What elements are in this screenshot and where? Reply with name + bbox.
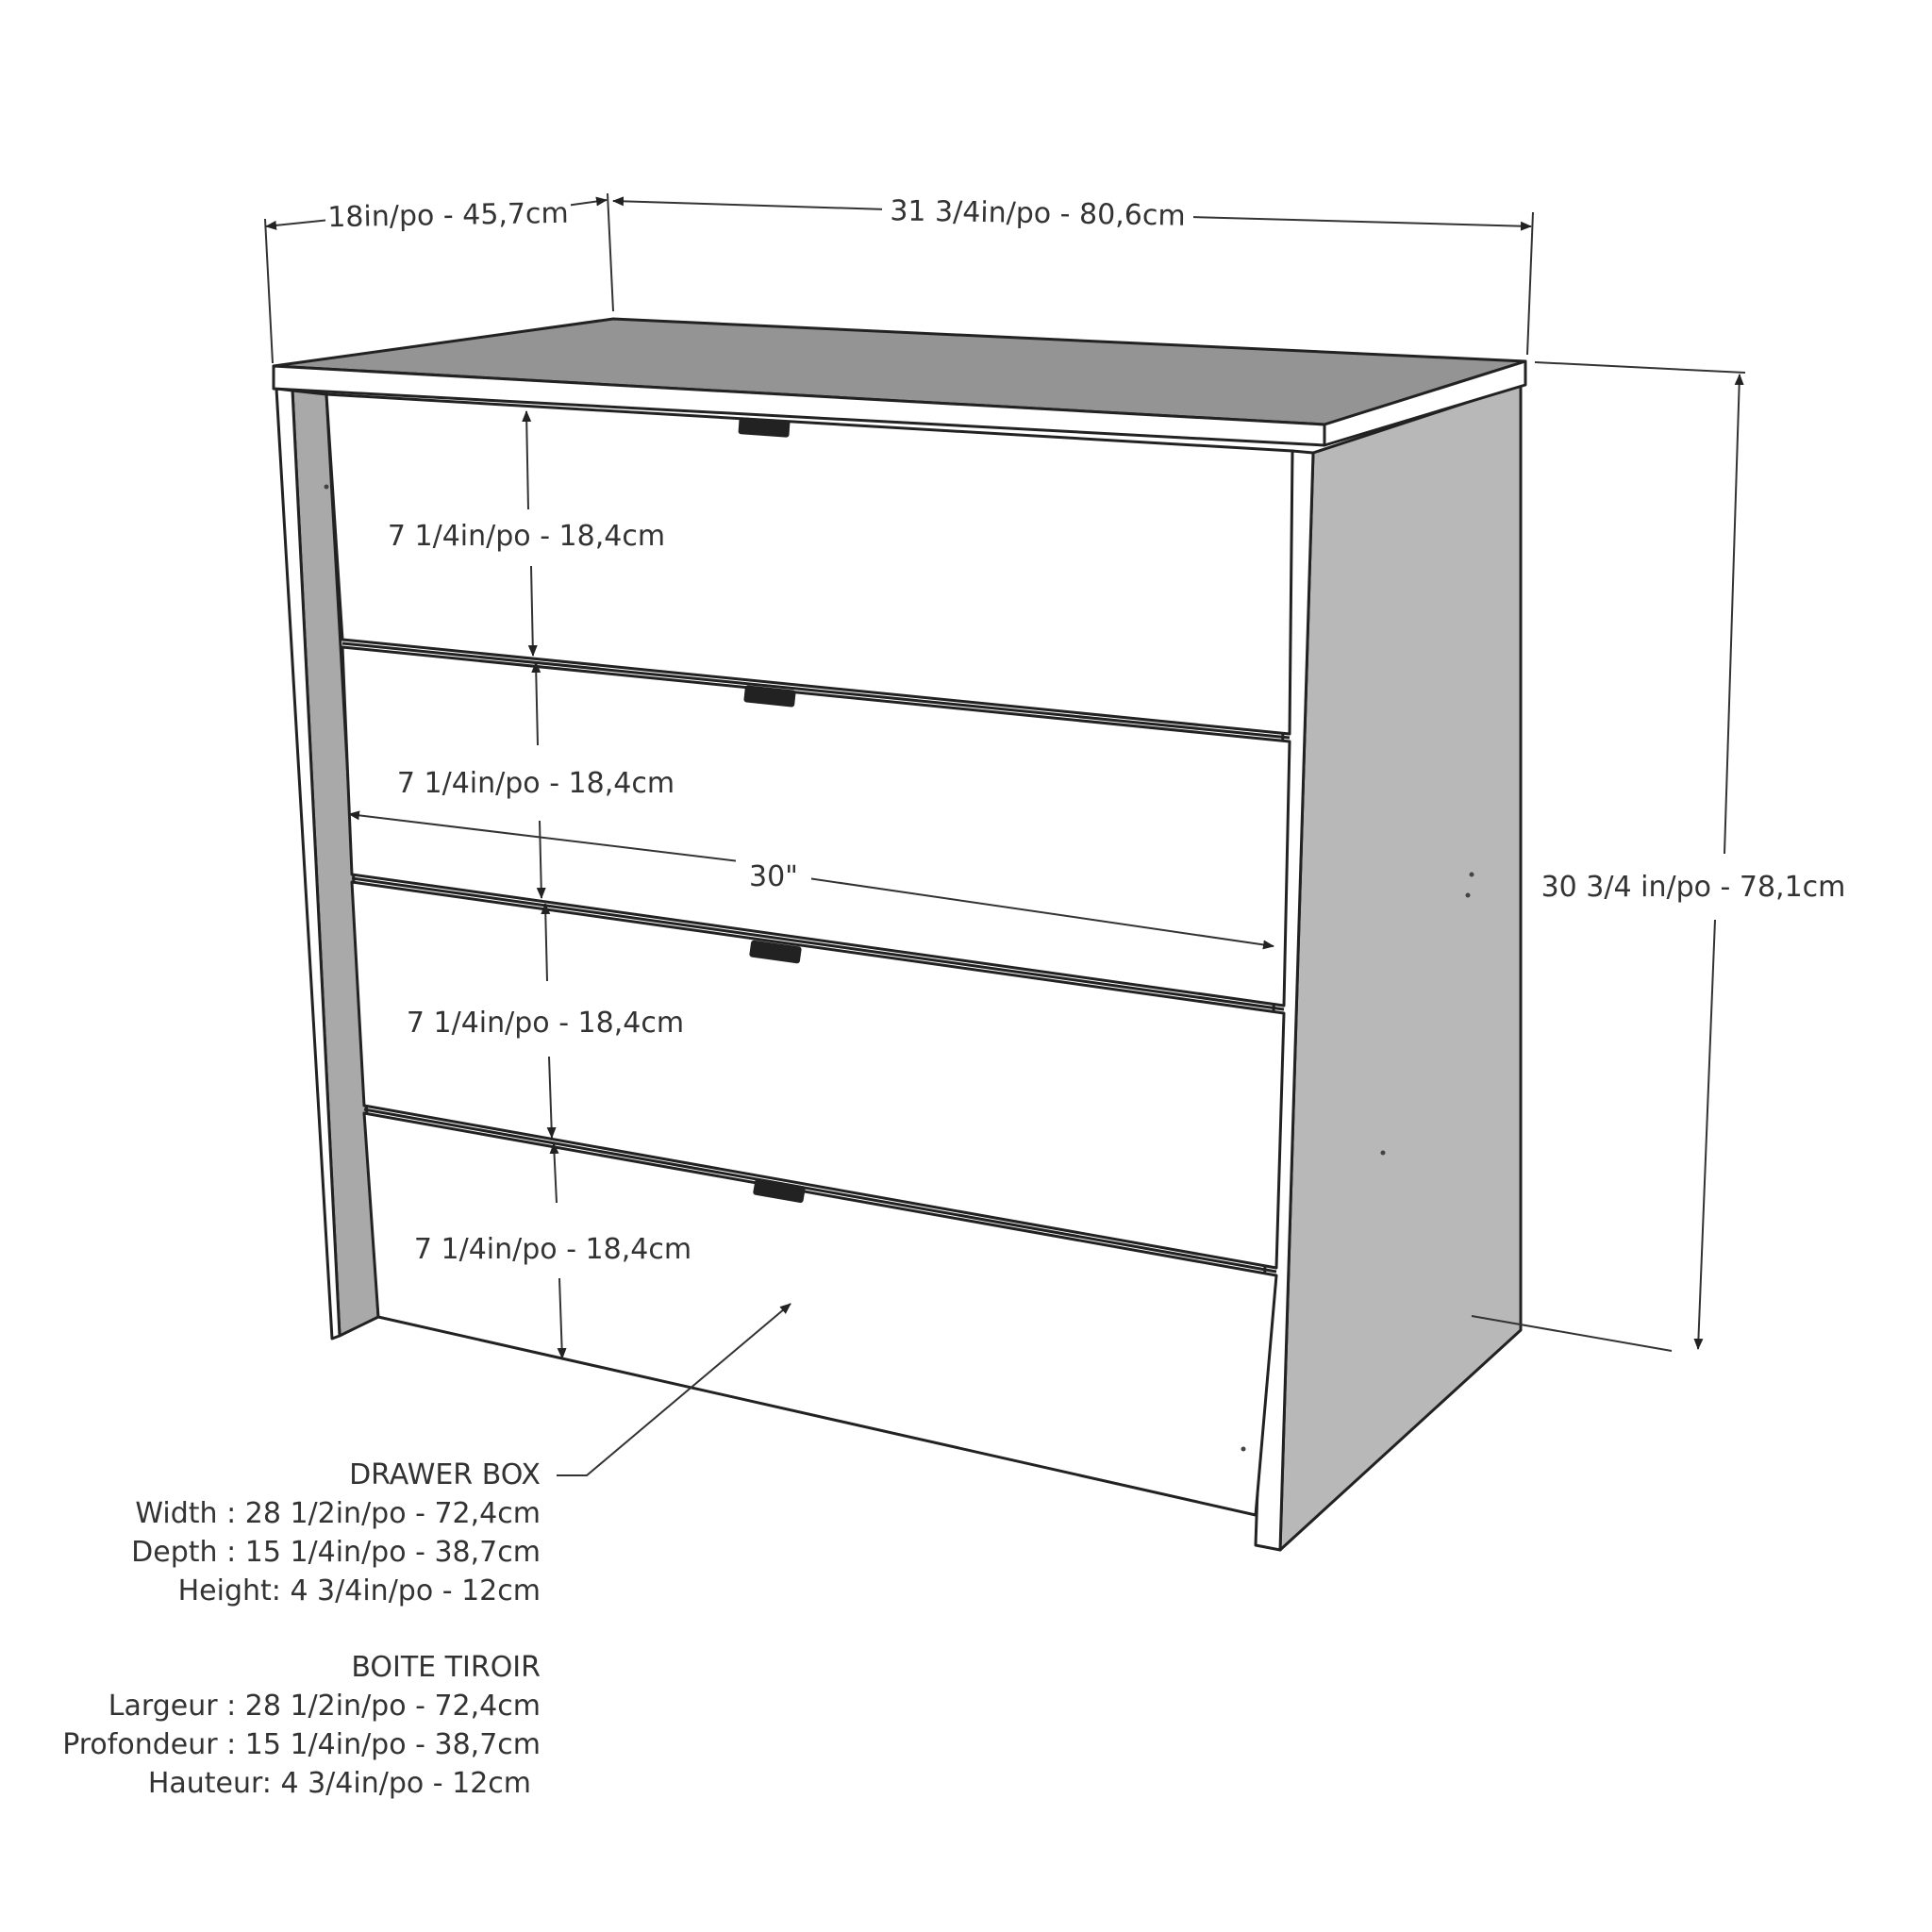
boite-tiroir-title: BOITE TIROIR [351, 1651, 541, 1684]
depth-label: 18in/po - 45,7cm [327, 197, 569, 234]
height-label: 30 3/4 in/po - 78,1cm [1541, 871, 1846, 904]
dresser [272, 317, 1527, 1552]
drawer-handle-4 [753, 1177, 806, 1204]
drawer-front-2 [341, 645, 1291, 1008]
drawer-4-height-label: 7 1/4in/po - 18,4cm [414, 1233, 691, 1266]
drawer-box-height: Height: 4 3/4in/po - 12cm [178, 1574, 541, 1607]
drawer-groove-3 [363, 1108, 1277, 1274]
boite-tiroir-profondeur: Profondeur : 15 1/4in/po - 38,7cm [62, 1728, 541, 1761]
drawer-front-1 [325, 392, 1294, 736]
drawer-handle-2 [743, 685, 796, 708]
drawer-front-4 [362, 1111, 1278, 1517]
drawer-box-notes: DRAWER BOX Width : 28 1/2in/po - 72,4cm … [62, 1458, 541, 1800]
width-label: 31 3/4in/po - 80,6cm [890, 194, 1186, 232]
top-side-edge [1323, 359, 1527, 447]
drawer-3-height-label: 7 1/4in/po - 18,4cm [407, 1007, 684, 1040]
drawer-1-height-label: 7 1/4in/po - 18,4cm [388, 520, 665, 553]
dimension-lines [264, 192, 1746, 1476]
dimension-labels: 18in/po - 45,7cm 31 3/4in/po - 80,6cm 30… [325, 194, 1849, 1270]
drawer-box-width: Width : 28 1/2in/po - 72,4cm [135, 1497, 541, 1530]
boite-tiroir-largeur: Largeur : 28 1/2in/po - 72,4cm [108, 1690, 541, 1723]
drawer-groove-1 [341, 641, 1291, 740]
drawer-box-depth: Depth : 15 1/4in/po - 38,7cm [131, 1536, 541, 1569]
drawer-handle-1 [738, 417, 791, 438]
right-side-panel [1278, 383, 1523, 1552]
drawer-handle-3 [749, 940, 802, 964]
inner-width-label: 30" [749, 860, 798, 893]
drawer-groove-2 [351, 876, 1285, 1011]
boite-tiroir-hauteur: Hauteur: 4 3/4in/po - 12cm [148, 1767, 531, 1800]
drawer-2-height-label: 7 1/4in/po - 18,4cm [397, 767, 675, 800]
drawer-front-3 [350, 880, 1286, 1270]
drawer-box-title: DRAWER BOX [349, 1458, 541, 1491]
side-panel-holes [324, 484, 1474, 1452]
